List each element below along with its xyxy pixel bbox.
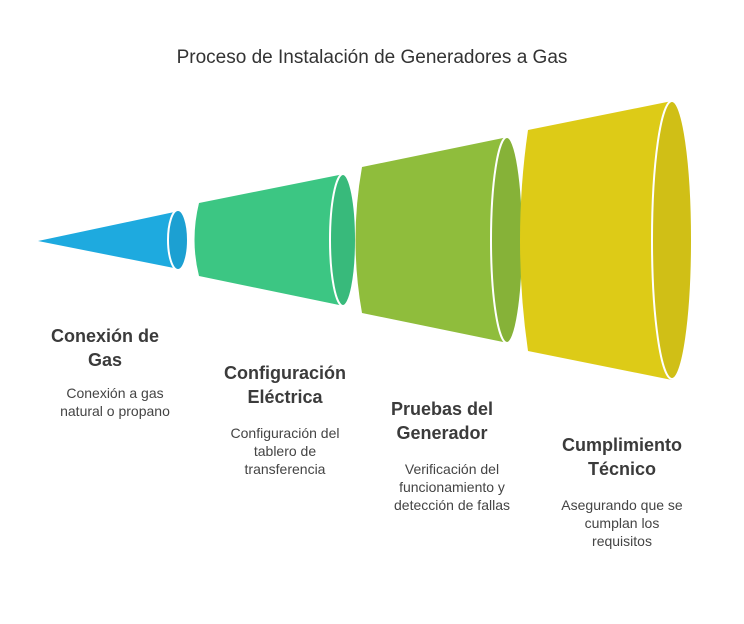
funnel-segment-3 — [355, 136, 524, 344]
step-1-desc-line-1: Conexión a gas — [66, 385, 164, 401]
diagram-title: Proceso de Instalación de Generadores a … — [176, 47, 568, 68]
step-3-title-line-1: Pruebas del — [390, 399, 494, 419]
step-4-desc-line-3: requisitos — [592, 533, 652, 549]
step-1-desc-line-2: natural o propano — [60, 403, 170, 419]
step-2-desc-line-3: transferencia — [244, 461, 326, 477]
step-4-desc-line-2: cumplan los — [584, 515, 660, 531]
step-1-title: Conexión de Gas — [25, 324, 185, 372]
funnel-segment-1 — [38, 209, 189, 271]
step-3-title-line-2: Generador — [396, 423, 488, 443]
step-1-title-line-2: Gas — [87, 350, 123, 370]
step-2-desc-line-2: tablero de — [253, 443, 317, 459]
step-4-title-line-1: Cumplimiento — [562, 435, 682, 455]
funnel-segment-4 — [520, 100, 693, 380]
step-1-description: Conexión a gas natural o propano — [40, 384, 190, 420]
segment-4-body — [520, 101, 672, 380]
segment-2-body — [194, 174, 344, 306]
step-2-desc-line-1: Configuración del — [230, 425, 340, 441]
step-2-description: Configuración del tablero de transferenc… — [205, 424, 365, 478]
segment-4-cap — [651, 100, 693, 380]
segment-3-body — [355, 137, 508, 343]
step-2-title-line-2: Eléctrica — [247, 387, 323, 407]
segment-1-cap — [167, 209, 189, 271]
step-3-desc-line-1: Verificación del — [404, 461, 500, 477]
step-3-description: Verificación del funcionamiento y detecc… — [367, 460, 537, 514]
segment-3-cap — [490, 136, 524, 344]
funnel-segment-2 — [194, 173, 357, 307]
step-3-desc-line-2: funcionamiento y — [399, 479, 505, 495]
step-4-desc-line-1: Asegurando que se — [561, 497, 683, 513]
step-3-desc-line-3: detección de fallas — [394, 497, 510, 513]
step-4-title-line-2: Técnico — [587, 459, 657, 479]
step-1-title-line-1: Conexión de — [50, 326, 159, 346]
step-2-title: Configuración Eléctrica — [200, 361, 370, 409]
step-3-title: Pruebas del Generador — [362, 397, 522, 445]
step-4-description: Asegurando que se cumplan los requisitos — [542, 496, 702, 550]
step-4-title: Cumplimiento Técnico — [537, 433, 707, 481]
step-2-title-line-1: Configuración — [224, 363, 346, 383]
segment-1-body — [38, 211, 179, 269]
segment-2-cap — [329, 173, 357, 307]
